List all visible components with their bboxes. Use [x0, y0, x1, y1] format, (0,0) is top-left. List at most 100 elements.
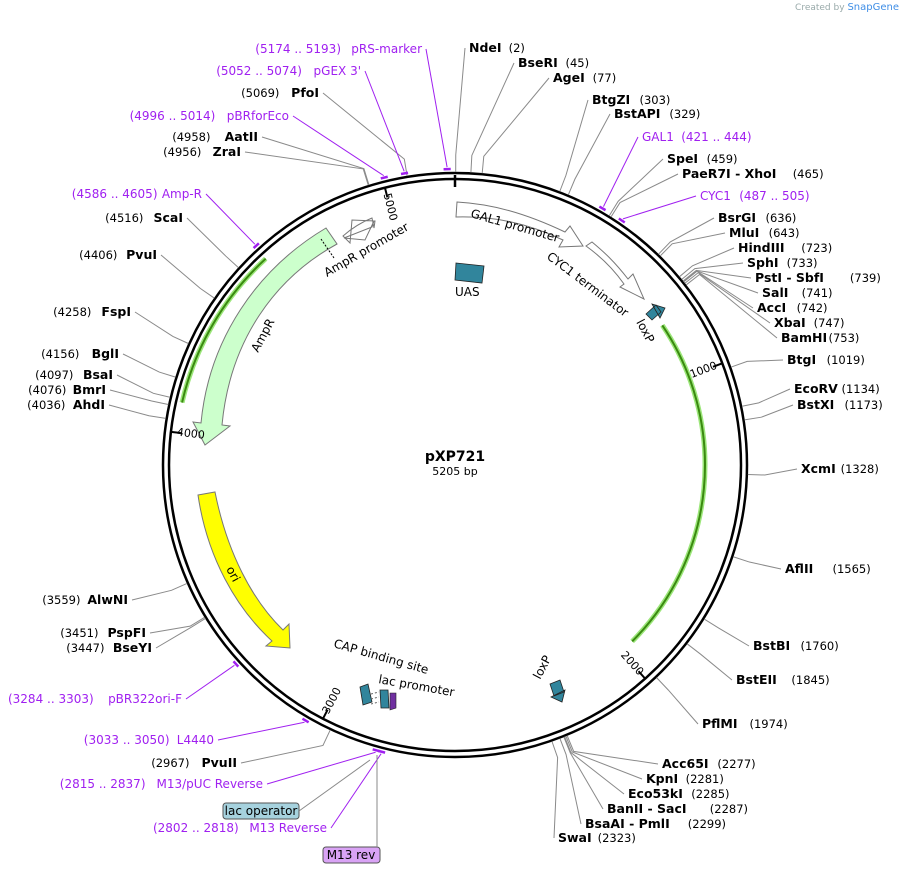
- enzyme-site[interactable]: PvuI(4406): [79, 247, 215, 299]
- enzyme-site[interactable]: KpnI(2281): [565, 736, 724, 786]
- enzyme-site[interactable]: SphI(733): [681, 255, 818, 280]
- enzyme-site[interactable]: BseYI(3447): [66, 618, 206, 655]
- enzyme-site[interactable]: BglI(4156): [41, 346, 176, 378]
- enzyme-leader-line: [681, 262, 744, 280]
- enzyme-site[interactable]: PaeR7I - XhoI(465): [610, 166, 824, 218]
- enzyme-site[interactable]: BanII - SacI(2287): [563, 736, 748, 816]
- primer-site[interactable]: pGEX 3'(5052 .. 5074): [216, 64, 409, 176]
- enzyme-site[interactable]: PflMI(1974): [656, 677, 788, 731]
- enzyme-site[interactable]: BstEII(1845): [686, 643, 830, 687]
- enzyme-name: BseYI: [113, 640, 152, 655]
- enzyme-site[interactable]: MluI(643): [659, 225, 800, 257]
- ampr-promoter-divider: [320, 238, 335, 259]
- primer-leader-line: [266, 751, 376, 785]
- primer-leader-line: [217, 721, 305, 741]
- enzyme-leader-line: [685, 273, 778, 339]
- enzyme-site[interactable]: SpeI(459): [608, 151, 738, 217]
- enzyme-site[interactable]: AflII(1565): [733, 556, 871, 576]
- enzyme-site[interactable]: NdeI(2): [455, 40, 525, 173]
- primer-bar: [380, 175, 389, 180]
- m13-rev-tag-box: [322, 846, 381, 864]
- enzyme-name: SwaI: [558, 830, 592, 845]
- enzyme-site[interactable]: XbaI(747): [684, 272, 845, 330]
- enzyme-position: (2287): [710, 802, 748, 816]
- primer-site[interactable]: GAL1(421 .. 444): [598, 130, 752, 212]
- lac-operator-tag-text: lac operator: [225, 804, 298, 818]
- enzyme-site[interactable]: Acc65I(2277): [566, 735, 756, 771]
- enzyme-site[interactable]: BstXI(1173): [744, 397, 883, 421]
- enzyme-site[interactable]: AatII(4958): [172, 129, 370, 186]
- cap-binding-site-box[interactable]: [359, 683, 373, 706]
- enzyme-site[interactable]: BtgZI(303): [559, 92, 671, 192]
- primer-site[interactable]: L4440(3033 .. 3050): [84, 717, 310, 747]
- primer-site[interactable]: pRS-marker(5174 .. 5193): [255, 42, 451, 171]
- primer-site[interactable]: Amp-R(4586 .. 4605): [72, 187, 260, 250]
- loxp-label-2: loxP: [530, 653, 554, 681]
- primer-name: pBR322ori-F: [108, 692, 182, 706]
- enzyme-site[interactable]: HindIII(723): [679, 240, 832, 278]
- enzyme-site[interactable]: FspI(4258): [53, 304, 189, 344]
- primer-site[interactable]: CYC1(487 .. 505): [618, 189, 810, 224]
- enzyme-leader-line: [658, 217, 715, 255]
- cyc1-terminator-label: CYC1 terminator: [544, 249, 631, 319]
- enzyme-position: (2): [509, 41, 525, 55]
- primer-site[interactable]: M13 Reverse(2802 .. 2818): [153, 749, 386, 835]
- enzyme-site[interactable]: ScaI(4516): [105, 210, 239, 269]
- enzyme-site[interactable]: Eco53kI(2285): [564, 736, 730, 801]
- plasmid-length: 5205 bp: [432, 465, 477, 478]
- enzyme-site[interactable]: BsrGI(636): [658, 210, 796, 255]
- enzyme-site[interactable]: BstBI(1760): [703, 618, 839, 653]
- enzyme-site[interactable]: ZraI(4956): [163, 144, 369, 186]
- loxp-arrow-2[interactable]: [549, 679, 566, 703]
- enzyme-site[interactable]: PfoI(5069): [241, 85, 408, 177]
- cyc1-terminator-arrow[interactable]: [585, 241, 646, 301]
- cap-binding-site-label: CAP binding site: [332, 636, 430, 676]
- enzyme-site[interactable]: AccI(742): [683, 270, 828, 315]
- lac-promoter-box[interactable]: [379, 689, 390, 709]
- enzyme-site[interactable]: EcoRV(1134): [741, 381, 880, 407]
- loxp-arrow-1[interactable]: [645, 303, 666, 321]
- lac-operator-marker[interactable]: [389, 692, 397, 711]
- enzyme-site[interactable]: PvuII(2967): [151, 729, 331, 770]
- m13-rev-tag[interactable]: M13 rev: [322, 846, 381, 864]
- enzyme-site[interactable]: BmrI(4076): [28, 382, 169, 406]
- enzyme-leader-line: [608, 158, 664, 217]
- snapgene-credit: Created by SnapGene: [795, 2, 899, 13]
- loxp-label-1: loxP: [633, 317, 657, 345]
- lac-operator-tag[interactable]: lac operator: [222, 802, 300, 820]
- enzyme-site[interactable]: XcmI(1328): [747, 461, 879, 476]
- enzyme-name: BtgZI: [592, 92, 630, 107]
- enzyme-leader-line: [656, 677, 699, 725]
- primer-site[interactable]: pBR322ori-F (3284 .. 3303): [8, 660, 240, 706]
- enzyme-site[interactable]: PstI - SbfI(739): [682, 269, 881, 285]
- primer-range: (5174 .. 5193): [255, 42, 341, 56]
- enzyme-site[interactable]: BstAPI(329): [567, 106, 700, 195]
- primer-range: (3284 .. 3303): [8, 692, 94, 706]
- enzyme-site[interactable]: AhdI(4036): [27, 397, 166, 419]
- tick-mark: [170, 430, 181, 434]
- enzyme-site[interactable]: SwaI(2323): [551, 741, 636, 845]
- enzyme-name: SalI: [762, 285, 788, 300]
- gal1-promoter-arrow[interactable]: [455, 201, 584, 248]
- enzyme-site[interactable]: BsaI(4097): [35, 367, 171, 398]
- ampr-promoter-arrow[interactable]: [342, 217, 376, 245]
- primer-site[interactable]: pBRforEco(4996 .. 5014): [130, 109, 389, 180]
- primer-site[interactable]: M13/pUC Reverse(2815 .. 2837): [60, 748, 380, 791]
- enzyme-site[interactable]: BseRI(45): [470, 55, 589, 173]
- enzyme-name: XcmI: [801, 461, 836, 476]
- enzyme-site[interactable]: PspFI(3451): [60, 616, 205, 640]
- enzyme-name: BsrGI: [718, 210, 756, 225]
- primer-name: CYC1: [700, 189, 731, 203]
- enzyme-site[interactable]: BtgI(1019): [730, 352, 865, 368]
- enzyme-site[interactable]: BamHI(753): [685, 273, 859, 345]
- primer-range: (5052 .. 5074): [216, 64, 302, 78]
- ampr-arrow[interactable]: [192, 227, 338, 446]
- enzyme-position: (739): [850, 271, 881, 285]
- enzyme-site[interactable]: BsaAI - PmlI(2299): [559, 738, 726, 831]
- enzyme-name: AatII: [225, 129, 258, 144]
- enzyme-site[interactable]: AlwNI(3559): [42, 582, 188, 607]
- uas-box[interactable]: [454, 262, 485, 284]
- ori-arrow[interactable]: [197, 491, 291, 649]
- enzyme-site[interactable]: AgeI(77): [481, 70, 616, 174]
- primer-name: M13/pUC Reverse: [157, 777, 264, 791]
